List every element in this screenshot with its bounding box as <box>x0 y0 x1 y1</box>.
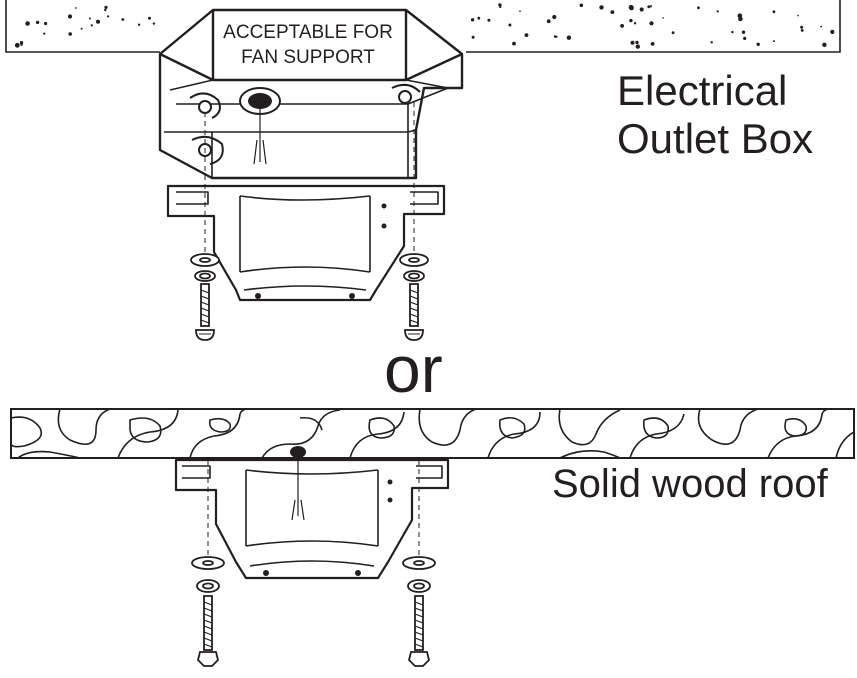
bottom-mounting-bracket <box>174 446 450 580</box>
ceiling-section <box>5 0 841 53</box>
speckle <box>25 21 30 26</box>
speckle <box>137 23 141 26</box>
speckle <box>96 19 100 24</box>
screw-icon <box>197 595 219 667</box>
speckle <box>797 14 799 17</box>
screw-icon <box>408 595 430 667</box>
speckle <box>508 23 512 27</box>
wood-grain <box>11 409 854 458</box>
or-label: or <box>384 332 443 406</box>
speckle <box>635 40 639 45</box>
speckle <box>716 10 719 13</box>
speckle <box>628 4 634 10</box>
screw-icon <box>195 283 215 341</box>
speckle <box>800 29 804 32</box>
speckle <box>772 10 776 14</box>
speckle <box>44 21 48 26</box>
outlet-box-label-line2: Outlet Box <box>617 115 814 162</box>
speckle <box>498 3 502 7</box>
speckle <box>68 32 72 36</box>
speckle <box>20 43 23 46</box>
speckle <box>697 6 700 10</box>
speckle <box>629 18 633 23</box>
top-left-hardware <box>190 253 220 341</box>
speckle <box>104 8 107 12</box>
speckle <box>610 10 615 15</box>
speckle <box>14 42 20 48</box>
speckle <box>67 14 73 19</box>
speckle <box>19 41 24 45</box>
wood-roof-beam <box>10 408 855 459</box>
speckle <box>639 7 644 12</box>
speckle <box>499 5 502 9</box>
speckle <box>121 18 125 21</box>
speckle <box>519 10 521 12</box>
speckle <box>74 7 77 9</box>
speckle <box>756 42 760 46</box>
box-label-line1: ACCEPTABLE FOR <box>223 22 393 43</box>
speckle <box>148 16 151 20</box>
speckle <box>471 35 475 39</box>
bottom-left-hardware <box>191 556 225 667</box>
top-mounting-bracket <box>166 184 446 302</box>
speckle <box>552 14 557 20</box>
speckle <box>741 30 746 34</box>
speckle <box>635 44 640 49</box>
speckle <box>512 41 516 46</box>
bottom-guide-lines <box>207 460 420 556</box>
speckle <box>710 41 713 44</box>
speckle <box>662 17 664 19</box>
top-right-hardware <box>399 253 429 341</box>
speckle <box>630 40 635 45</box>
bottom-right-hardware <box>402 556 436 667</box>
outlet-box <box>158 8 464 180</box>
speckle <box>738 16 743 22</box>
speckle <box>743 36 747 41</box>
speckle <box>487 18 491 22</box>
speckle <box>800 25 804 29</box>
speckle <box>650 42 655 46</box>
speckle <box>633 22 637 25</box>
speckle <box>599 5 604 10</box>
speckle <box>831 32 834 34</box>
speckle <box>470 18 475 22</box>
speckle <box>731 30 734 34</box>
outlet-box-label-line1: Electrical <box>617 67 788 114</box>
speckle <box>820 25 823 28</box>
speckle <box>477 16 481 20</box>
screw-icon <box>404 283 424 341</box>
speckle <box>546 19 551 24</box>
speckle <box>104 5 108 9</box>
speckle <box>80 27 83 30</box>
speckle <box>647 5 651 9</box>
speckle <box>90 24 93 27</box>
speckle <box>43 32 46 35</box>
speckle <box>822 42 827 47</box>
speckle <box>579 3 584 8</box>
speckle <box>620 24 624 28</box>
box-label-line2: FAN SUPPORT <box>241 47 375 68</box>
speckle <box>671 31 675 35</box>
speckle <box>553 35 557 38</box>
speckle <box>773 40 775 43</box>
speckle <box>152 22 156 25</box>
wood-roof-label: Solid wood roof <box>552 462 828 506</box>
speckle <box>566 35 572 40</box>
speckle <box>107 15 110 18</box>
speckle <box>649 5 652 8</box>
ceiling-speckles <box>14 3 835 49</box>
speckle <box>88 17 91 20</box>
speckle <box>649 21 654 26</box>
speckle <box>35 20 40 25</box>
speckle <box>524 33 529 37</box>
top-guide-lines <box>204 102 415 256</box>
